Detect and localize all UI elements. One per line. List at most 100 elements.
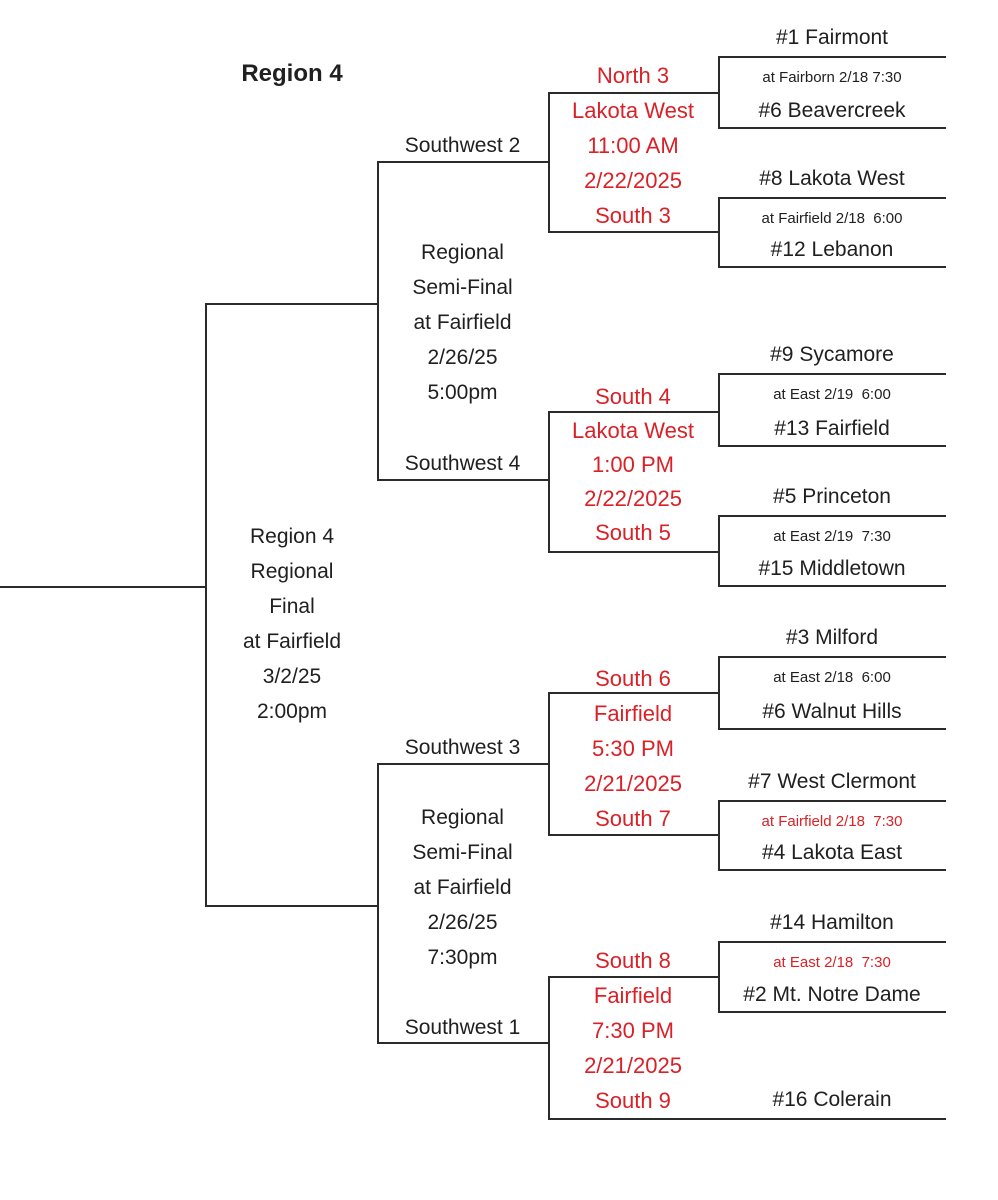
final-details: Region 4 Regional Final at Fairfield 3/2…	[192, 519, 392, 729]
qf-detail-line: South 9	[595, 1088, 671, 1113]
qf-detail-line: Fairfield	[593, 983, 673, 1008]
qf-detail-line: 7:30 PM	[592, 1018, 674, 1043]
qf-detail-line: South 4	[595, 384, 671, 409]
bracket-line-horizontal	[718, 656, 946, 658]
game-info: at Fairborn 2/18 7:30	[762, 69, 902, 86]
qf-detail-line: 2/22/2025	[584, 168, 682, 193]
team-name: #1 Fairmont	[775, 26, 889, 49]
bracket-line-vertical	[718, 656, 720, 730]
qf-detail-line: 11:00 AM	[587, 133, 679, 158]
sf-detail-line: 2/26/25	[427, 911, 498, 934]
quarterfinal-details: South 8 Fairfield 7:30 PM 2/21/2025 Sout…	[548, 943, 718, 1118]
bracket-line-horizontal	[718, 515, 946, 517]
game-info: at Fairfield 2/18 7:30	[761, 813, 903, 830]
team-name: #4 Lakota East	[761, 841, 903, 864]
team-name: #7 West Clermont	[748, 770, 916, 793]
bracket-line-vertical	[718, 941, 720, 1013]
quarterfinal-details: South 4 Lakota West 1:00 PM 2/22/2025 So…	[548, 380, 718, 550]
team-name: #6 Walnut Hills	[762, 700, 902, 723]
sf-detail-line: 2/26/25	[427, 346, 498, 369]
bracket-line-horizontal	[718, 127, 946, 129]
game-info: at Fairfield 2/18 6:00	[761, 210, 903, 227]
semifinal-details: Regional Semi-Final at Fairfield 2/26/25…	[377, 800, 548, 975]
bracket-line-vertical	[548, 92, 550, 233]
bracket-line-horizontal	[718, 197, 946, 199]
sf-detail-line: Regional	[421, 806, 504, 829]
sf-detail-line: Semi-Final	[412, 841, 513, 864]
bracket-line-horizontal	[718, 445, 946, 447]
qf-detail-line: South 5	[595, 520, 671, 545]
qf-detail-line: South 7	[595, 806, 671, 831]
bracket-line-vertical	[548, 411, 550, 553]
bracket-line-horizontal	[718, 800, 946, 802]
team-name: #8 Lakota West	[759, 167, 905, 190]
game-info: at East 2/18 7:30	[773, 954, 891, 971]
team-name: #12 Lebanon	[770, 238, 894, 261]
sf-detail-line: at Fairfield	[413, 876, 512, 899]
bracket-line-horizontal	[548, 834, 718, 836]
bracket-line-horizontal	[0, 586, 205, 588]
bracket-line-horizontal	[718, 266, 946, 268]
semifinal-slot-label: Southwest 3	[404, 736, 521, 759]
bracket-line-horizontal	[548, 92, 718, 94]
qf-detail-line: 2/21/2025	[584, 771, 682, 796]
bracket-line-vertical	[548, 976, 550, 1120]
game-info: at East 2/19 7:30	[773, 528, 891, 545]
team-name: #2 Mt. Notre Dame	[743, 983, 921, 1006]
team-name: #14 Hamilton	[770, 911, 894, 934]
bracket-line-horizontal	[548, 692, 718, 694]
bracket-line-vertical	[205, 303, 207, 907]
sf-detail-line: 5:00pm	[427, 381, 498, 404]
qf-detail-line: South 3	[595, 203, 671, 228]
final-detail-line: Region 4	[249, 525, 335, 548]
qf-detail-line: 2/22/2025	[584, 486, 682, 511]
bracket-line-horizontal	[377, 479, 548, 481]
bracket-line-vertical	[377, 161, 379, 481]
team-name: #3 Milford	[785, 626, 879, 649]
bracket-line-horizontal	[548, 551, 718, 553]
sf-detail-line: Regional	[421, 241, 504, 264]
qf-detail-line: Fairfield	[593, 701, 673, 726]
team-name: #13 Fairfield	[774, 417, 890, 440]
final-detail-line: Regional	[250, 560, 334, 583]
bracket-line-vertical	[548, 692, 550, 836]
game-info: at East 2/19 6:00	[773, 386, 891, 403]
bracket-line-horizontal	[548, 411, 718, 413]
bracket-line-horizontal	[718, 373, 946, 375]
team-name: #15 Middletown	[758, 557, 906, 580]
game-info: at East 2/18 6:00	[773, 669, 891, 686]
semifinal-slot-label: Southwest 4	[404, 452, 521, 475]
bracket-line-horizontal	[548, 1118, 946, 1120]
sf-detail-line: 7:30pm	[427, 946, 498, 969]
team-name: #6 Beavercreek	[758, 99, 906, 122]
sf-detail-line: at Fairfield	[413, 311, 512, 334]
qf-detail-line: 1:00 PM	[592, 452, 674, 477]
team-name: #5 Princeton	[773, 485, 891, 508]
bracket-line-horizontal	[205, 303, 377, 305]
team-name: #9 Sycamore	[770, 343, 894, 366]
bracket-line-horizontal	[718, 869, 946, 871]
quarterfinal-details: North 3 Lakota West 11:00 AM 2/22/2025 S…	[548, 58, 718, 233]
final-detail-line: Final	[269, 595, 315, 618]
bracket-line-vertical	[718, 56, 720, 129]
bracket-line-horizontal	[548, 231, 718, 233]
qf-detail-line: Lakota West	[572, 98, 694, 123]
sf-detail-line: Semi-Final	[412, 276, 513, 299]
bracket-line-horizontal	[377, 161, 548, 163]
bracket-line-horizontal	[718, 585, 946, 587]
semifinal-slot-label: Southwest 2	[404, 134, 521, 157]
team-name: #16 Colerain	[772, 1088, 892, 1111]
qf-detail-line: South 6	[595, 666, 671, 691]
semifinal-slot-label: Southwest 1	[404, 1016, 521, 1039]
qf-detail-line: 5:30 PM	[592, 736, 674, 761]
bracket-line-horizontal	[548, 976, 718, 978]
bracket-line-horizontal	[718, 56, 946, 58]
bracket-line-horizontal	[718, 941, 946, 943]
qf-detail-line: Lakota West	[572, 418, 694, 443]
bracket-line-horizontal	[205, 905, 377, 907]
qf-detail-line: North 3	[596, 63, 670, 88]
bracket-line-horizontal	[718, 1011, 946, 1013]
bracket-line-vertical	[718, 197, 720, 268]
final-detail-line: 3/2/25	[262, 665, 322, 688]
